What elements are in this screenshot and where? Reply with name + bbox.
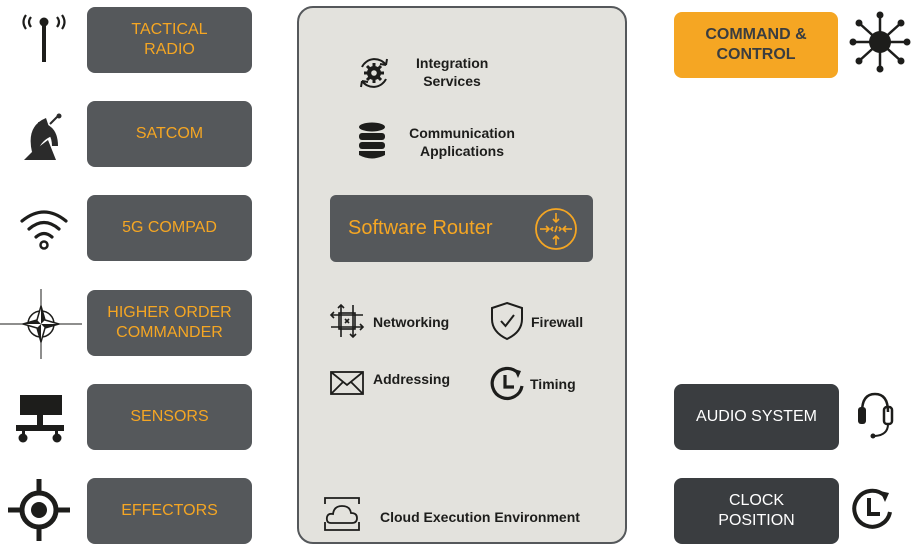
firewall-label: Firewall — [531, 314, 584, 330]
database-icon — [358, 122, 386, 160]
networking-icon — [329, 303, 365, 339]
compass-rose-icon — [0, 289, 82, 359]
sensors-box: SENSORS — [87, 384, 252, 450]
5g-compad-box: 5G COMPAD — [87, 195, 252, 261]
shield-check-icon — [489, 301, 525, 341]
crosshair-icon — [8, 479, 70, 541]
command-control-label: COMMAND & CONTROL — [705, 26, 807, 63]
cloud-monitor-icon — [322, 496, 362, 532]
integration-gear-icon — [356, 55, 392, 91]
clock-position-label: CLOCK POSITION — [718, 492, 795, 529]
router-arrows-icon — [534, 207, 578, 251]
timing-label: Timing — [530, 376, 576, 392]
timing-clock-icon — [490, 366, 526, 402]
sensor-cart-icon — [14, 393, 66, 445]
radio-antenna-icon — [20, 12, 68, 64]
satellite-dish-icon — [18, 112, 70, 164]
higher-order-commander-label: HIGHER ORDER COMMANDER — [107, 304, 232, 341]
audio-system-box: AUDIO SYSTEM — [674, 384, 839, 450]
cloud-execution-label: Cloud Execution Environment — [380, 509, 580, 525]
addressing-label: Addressing — [373, 371, 451, 387]
clock-icon — [851, 488, 895, 532]
5g-compad-label: 5G COMPAD — [122, 219, 217, 236]
integration-services-label: Integration Services — [416, 55, 489, 89]
clock-position-box: CLOCK POSITION — [674, 478, 839, 544]
effectors-box: EFFECTORS — [87, 478, 252, 544]
network-hub-icon — [849, 11, 911, 73]
software-router-label: Software Router — [348, 217, 493, 239]
tactical-radio-box: TACTICAL RADIO — [87, 7, 252, 73]
sensors-label: SENSORS — [130, 408, 209, 425]
envelope-icon — [330, 371, 364, 395]
headset-icon — [855, 390, 895, 442]
software-router-box: Software Router — [330, 195, 593, 262]
communication-applications-label: Communication Applications — [409, 125, 515, 159]
networking-label: Networking — [373, 314, 450, 330]
command-control-box: COMMAND & CONTROL — [674, 12, 838, 78]
satcom-label: SATCOM — [135, 125, 204, 142]
satcom-box: SATCOM — [87, 101, 252, 167]
wifi-icon — [18, 207, 70, 251]
effectors-label: EFFECTORS — [121, 502, 218, 519]
tactical-radio-label: TACTICAL RADIO — [131, 21, 208, 58]
audio-system-label: AUDIO SYSTEM — [696, 408, 817, 425]
center-panel — [297, 6, 627, 544]
higher-order-commander-box: HIGHER ORDER COMMANDER — [87, 290, 252, 356]
